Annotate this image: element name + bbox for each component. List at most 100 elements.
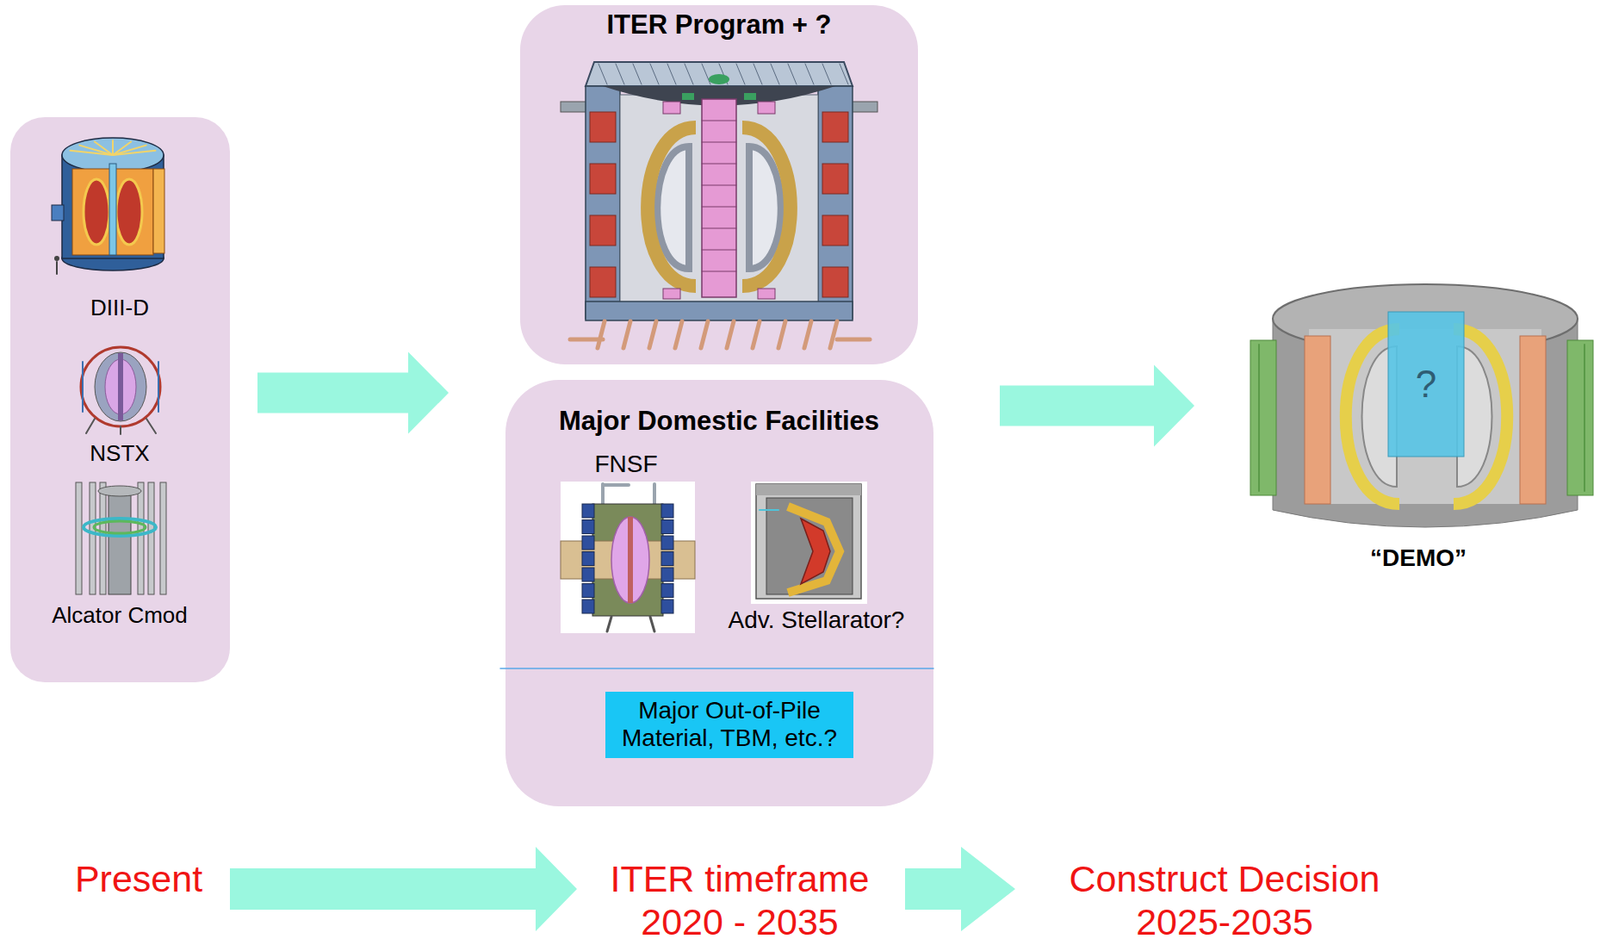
iter-figure bbox=[585, 62, 853, 87]
node-text: Major Domestic Facilities bbox=[558, 405, 880, 437]
nstx-figure bbox=[81, 361, 84, 412]
demo-figure bbox=[1258, 344, 1260, 491]
alcator-figure bbox=[83, 518, 156, 536]
iter-figure bbox=[701, 142, 737, 143]
iter-figure bbox=[570, 337, 603, 342]
iter-figure bbox=[585, 301, 853, 321]
text-slot: 2025-2035 bbox=[1135, 900, 1314, 943]
divider-line bbox=[500, 667, 934, 670]
node-text: Alcator Cmod bbox=[51, 602, 188, 629]
node-shape bbox=[10, 117, 230, 683]
iter-figure bbox=[682, 93, 695, 100]
diii-d-figure bbox=[109, 163, 117, 255]
diii-d-figure bbox=[116, 179, 143, 245]
alcator-figure bbox=[160, 482, 167, 595]
box-fill bbox=[10, 117, 230, 683]
text-slot: “DEMO” bbox=[1370, 544, 1467, 572]
fnsf-figure bbox=[661, 551, 674, 566]
node-shape bbox=[1250, 270, 1597, 574]
iter-figure bbox=[589, 111, 616, 143]
text-slot: Adv. Stellarator? bbox=[728, 606, 906, 634]
iter-figure bbox=[684, 63, 694, 85]
block-arrow bbox=[999, 365, 1195, 447]
text-slot: ITER Program + ? bbox=[607, 9, 832, 41]
iter-figure bbox=[822, 111, 849, 143]
iter-figure bbox=[822, 266, 849, 298]
iter-figure bbox=[700, 321, 708, 348]
label-text: 2020 - 2035 bbox=[640, 900, 839, 943]
stellarator-figure bbox=[766, 497, 853, 595]
iter-figure bbox=[818, 86, 853, 319]
fnsf-figure bbox=[602, 483, 629, 487]
nstx-figure bbox=[80, 347, 161, 427]
diii-d-figure bbox=[83, 179, 110, 245]
text-slot: Present bbox=[74, 857, 203, 900]
alcator-figure bbox=[99, 482, 106, 595]
iter-figure bbox=[657, 146, 689, 269]
text-slot: 2020 - 2035 bbox=[640, 900, 839, 943]
iter-figure bbox=[701, 99, 737, 298]
node-shape bbox=[520, 5, 918, 365]
nstx-figure bbox=[146, 418, 156, 434]
demo-figure bbox=[1519, 335, 1546, 504]
fnsf-figure bbox=[627, 516, 633, 603]
diii-d-figure bbox=[54, 255, 60, 261]
iter-figure bbox=[744, 93, 757, 100]
process-box: Major Out-of-Pile Material, TBM, etc.? bbox=[605, 691, 854, 758]
stellarator-figure bbox=[756, 483, 862, 496]
diii-d-figure bbox=[55, 261, 58, 274]
fnsf-figure bbox=[582, 551, 595, 566]
fnsf-figure bbox=[601, 483, 605, 504]
iter-figure bbox=[837, 337, 870, 342]
illustration bbox=[560, 62, 878, 348]
nstx-figure bbox=[94, 352, 147, 422]
iter-figure bbox=[620, 94, 819, 306]
demo-figure bbox=[1304, 335, 1331, 504]
alcator-figure bbox=[75, 482, 82, 595]
iter-figure bbox=[647, 127, 696, 286]
diii-d-figure bbox=[70, 150, 113, 156]
iter-figure bbox=[589, 215, 616, 246]
timeline-arrow bbox=[229, 846, 577, 931]
iter-figure bbox=[736, 63, 745, 85]
diii-d-figure bbox=[112, 145, 147, 156]
iter-figure bbox=[663, 101, 681, 114]
fnsf-figure bbox=[661, 520, 674, 534]
diii-d-figure bbox=[62, 155, 164, 259]
group-panel: ITER Program + ? bbox=[520, 5, 918, 365]
iter-figure bbox=[708, 74, 730, 85]
iter-figure bbox=[675, 321, 683, 348]
iter-figure bbox=[701, 228, 737, 230]
iter-figure bbox=[749, 146, 782, 269]
text-slot: Major Out-of-Pile Material, TBM, etc.? bbox=[600, 696, 859, 752]
iter-figure bbox=[589, 266, 616, 298]
iter-figure bbox=[822, 215, 849, 246]
iter-figure bbox=[787, 63, 797, 85]
iter-figure bbox=[701, 63, 711, 85]
label-text: ? bbox=[1415, 362, 1437, 407]
fnsf-figure bbox=[582, 520, 595, 534]
iter-figure bbox=[830, 321, 838, 348]
text-slot: DIII-D bbox=[90, 295, 149, 322]
illustration bbox=[51, 137, 167, 595]
demo-figure bbox=[1388, 311, 1464, 457]
fnsf-figure bbox=[582, 583, 595, 598]
iter-figure bbox=[649, 321, 657, 348]
illustration bbox=[500, 481, 934, 669]
alcator-figure bbox=[93, 520, 146, 534]
diii-d-figure bbox=[111, 140, 114, 156]
iter-figure bbox=[597, 321, 605, 348]
timeline-arrow bbox=[905, 846, 1016, 931]
diii-d-figure bbox=[51, 204, 64, 221]
nstx-figure bbox=[86, 418, 95, 434]
iter-figure bbox=[752, 321, 760, 348]
node-text: NSTX bbox=[89, 440, 149, 467]
iter-figure bbox=[839, 63, 849, 85]
iter-figure bbox=[701, 185, 737, 187]
fnsf-figure bbox=[607, 616, 612, 632]
group-panel: Major Domestic FacilitiesMajor Out-of-Pi… bbox=[505, 379, 934, 807]
node-text: Major Out-of-Pile Material, TBM, etc.? bbox=[600, 696, 859, 752]
demo-figure bbox=[1583, 344, 1586, 491]
iter-figure bbox=[650, 63, 659, 85]
